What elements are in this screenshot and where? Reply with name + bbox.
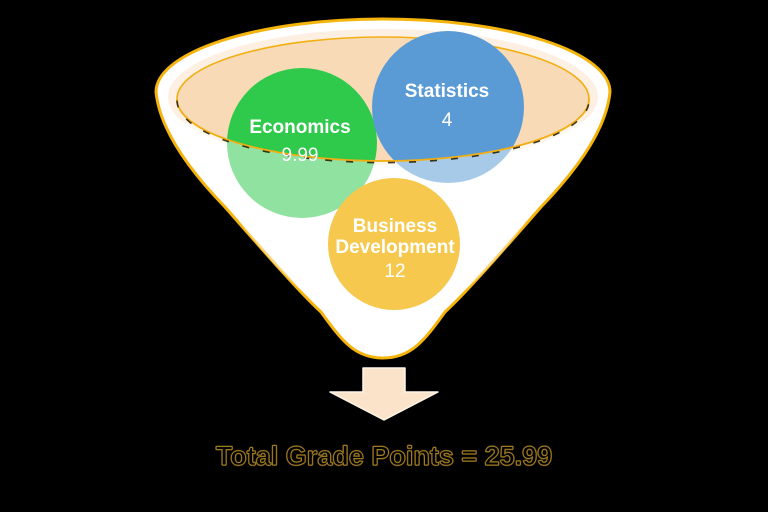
statistics-label: Statistics xyxy=(405,81,489,102)
funnel-rim-line xyxy=(176,98,590,162)
business-development-value: 12 xyxy=(384,261,405,282)
statistics-value: 4 xyxy=(442,110,453,131)
down-arrow-icon xyxy=(329,367,439,421)
business-development-label-line2: Development xyxy=(335,237,455,258)
total-grade-points-caption: Total Grade Points = 25.99 xyxy=(215,441,553,472)
statistics-circle xyxy=(372,31,524,183)
economics-value: 9.99 xyxy=(282,145,319,166)
economics-label: Economics xyxy=(249,117,350,138)
business-development-label-line1: Business xyxy=(353,216,437,237)
economics-circle xyxy=(227,68,377,218)
business-development-circle xyxy=(328,178,460,310)
